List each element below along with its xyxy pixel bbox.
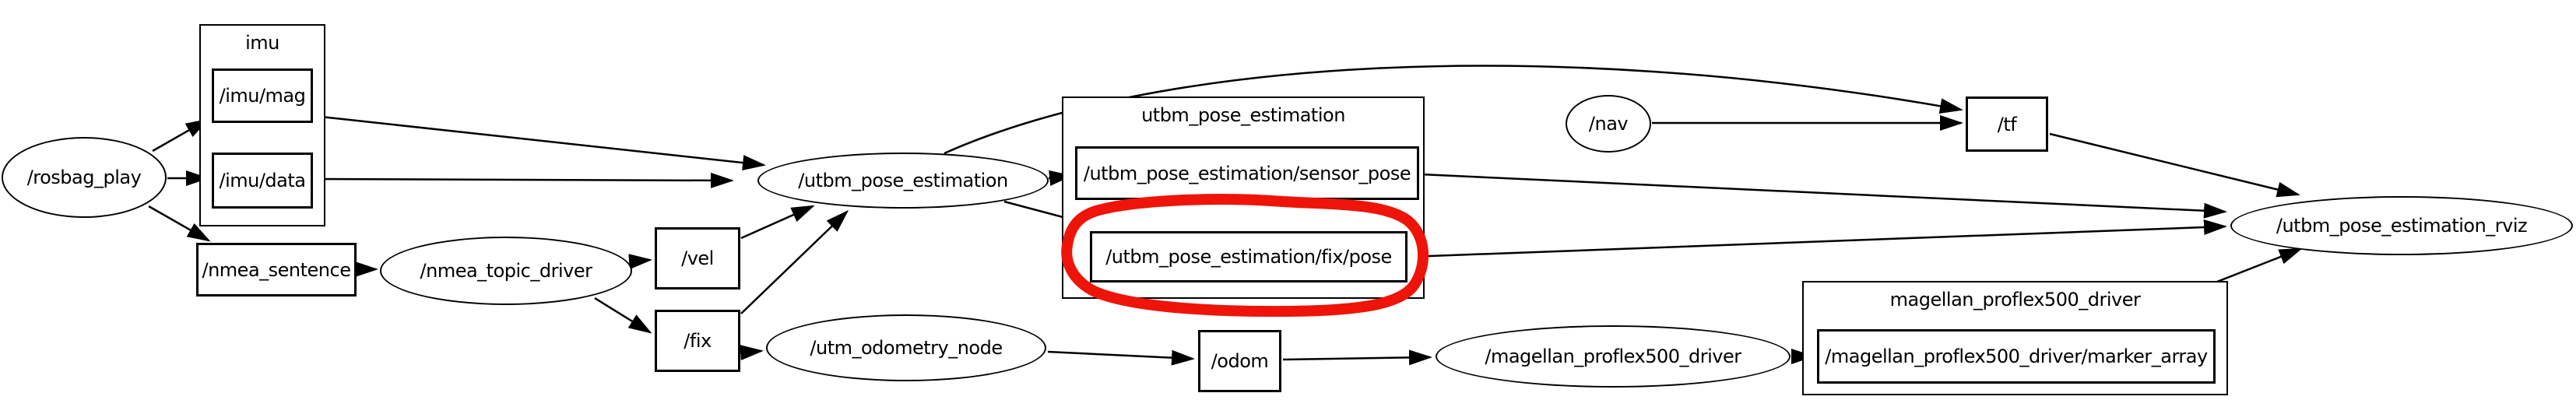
node-nmea-topic-driver: /nmea_topic_driver [380, 237, 632, 305]
node-label: /utbm_pose_estimation/fix/pose [1105, 246, 1392, 268]
cluster-title: utbm_pose_estimation [1141, 104, 1345, 126]
edge-fix-to-utbm-pose-estimation-node [740, 209, 849, 314]
topic-odom: /odom [1198, 330, 1281, 392]
node-label: /magellan_proflex500_driver [1485, 346, 1741, 367]
node-label: /nav [1588, 113, 1629, 135]
edge-utm-odometry-node-to-odom [1047, 349, 1195, 366]
edge-fix-to-utm-odometry-node [740, 345, 764, 361]
node-label: /vel [681, 247, 714, 269]
topic-imu-mag: /imu/mag [212, 68, 313, 123]
edge-odom-to-magellan-proflex500-driver-node [1282, 349, 1432, 366]
edge-imu-data-to-utbm-pose-estimation-node [313, 172, 734, 188]
cluster-title: magellan_proflex500_driver [1889, 289, 2141, 311]
topic-imu-data: /imu/data [212, 153, 313, 209]
topic-tf: /tf [1966, 96, 2048, 152]
node-nav: /nav [1566, 95, 1651, 153]
topic-marker-array: /magellan_proflex500_driver/marker_array [1817, 329, 2216, 384]
node-label: /nmea_topic_driver [420, 260, 592, 282]
topic-vel: /vel [655, 227, 740, 289]
node-label: /utbm_pose_estimation/sensor_pose [1083, 162, 1411, 184]
node-utbm-pose-estimation-rviz: /utbm_pose_estimation_rviz [2230, 196, 2573, 255]
edge-sensor-pose-to-utbm-pose-estimation-rviz [1420, 173, 2227, 219]
topic-fix: /fix [655, 310, 740, 372]
edge-fix-pose-to-utbm-pose-estimation-rviz [1408, 219, 2227, 258]
node-label: /tf [1997, 113, 2017, 135]
node-label: /utbm_pose_estimation_rviz [2276, 215, 2528, 237]
node-label: /fix [684, 330, 712, 352]
topic-nmea-sentence: /nmea_sentence [196, 243, 357, 296]
node-rosbag-play: /rosbag_play [2, 137, 167, 218]
node-label: /odom [1211, 350, 1269, 372]
node-label: /utbm_pose_estimation [798, 170, 1008, 191]
topic-fix-pose: /utbm_pose_estimation/fix/pose [1090, 231, 1407, 282]
node-label: /nmea_sentence [202, 258, 351, 281]
node-label: /utm_odometry_node [810, 337, 1003, 359]
edge-tf-to-utbm-pose-estimation-rviz [2049, 132, 2300, 198]
node-label: /magellan_proflex500_driver/marker_array [1825, 346, 2208, 367]
edge-nmea-topic-driver-to-vel [628, 254, 652, 270]
node-label: /rosbag_play [26, 167, 142, 188]
topic-sensor-pose: /utbm_pose_estimation/sensor_pose [1075, 146, 1419, 200]
node-magellan-proflex500-driver-node: /magellan_proflex500_driver [1436, 325, 1791, 388]
node-label: /imu/data [219, 170, 307, 191]
edge-nmea-topic-driver-to-fix [594, 296, 652, 334]
edge-imu-mag-to-utbm-pose-estimation-node [313, 114, 766, 171]
node-utm-odometry-node: /utm_odometry_node [766, 314, 1046, 381]
cluster-title: imu [245, 32, 279, 54]
node-label: /imu/mag [219, 85, 306, 107]
edge-vel-to-utbm-pose-estimation-node [740, 205, 815, 240]
node-utbm-pose-estimation-node: /utbm_pose_estimation [757, 153, 1049, 209]
